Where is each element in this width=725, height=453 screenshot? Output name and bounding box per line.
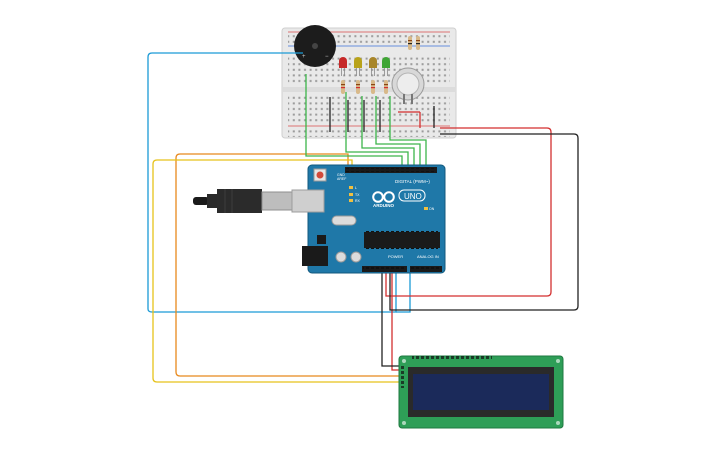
- usb-port: [291, 189, 325, 213]
- wires: [147, 52, 579, 383]
- buzzer-plus-label: +: [302, 54, 306, 60]
- rx-led: [349, 199, 353, 202]
- aref-label: AREF: [337, 177, 346, 181]
- gnd-label: GND: [337, 173, 345, 177]
- atmega-chip: [364, 232, 440, 248]
- wire-green-1[interactable]: [305, 74, 403, 168]
- usb-cable[interactable]: [193, 189, 293, 213]
- leds: [339, 57, 390, 76]
- tx-label: TX: [355, 193, 360, 197]
- l-label: L: [355, 186, 357, 190]
- led-2[interactable]: [354, 57, 362, 76]
- led-body: [339, 57, 347, 68]
- power-jack: [302, 246, 328, 266]
- rx-label: RX: [355, 199, 361, 203]
- resistor-band: [384, 87, 388, 89]
- resistor-top-1[interactable]: [408, 36, 412, 50]
- led-1[interactable]: [339, 57, 347, 76]
- resistor-led-3[interactable]: [371, 80, 375, 94]
- uno-badge: [398, 189, 426, 202]
- on-led: [424, 207, 428, 210]
- wire-blue[interactable]: [147, 52, 397, 313]
- digital-label: DIGITAL (PWM~): [395, 179, 430, 184]
- wire-black-gnd[interactable]: [389, 133, 579, 311]
- capacitor-2: [350, 251, 362, 263]
- resistor-led-4[interactable]: [384, 80, 388, 94]
- uno-label: UNO: [404, 192, 422, 201]
- chip-pins-top: [366, 229, 438, 232]
- wire-green-3[interactable]: [361, 96, 415, 168]
- capacitor-1: [335, 251, 347, 263]
- analog-label: ANALOG IN: [417, 254, 439, 259]
- lcd-side-pins: [400, 364, 406, 388]
- wire-green-5[interactable]: [389, 96, 427, 168]
- l-led: [349, 186, 353, 189]
- terminal-strip-bottom: [288, 94, 450, 124]
- arduino-brand: ARDUINO: [373, 203, 394, 208]
- resistor-band: [356, 87, 360, 89]
- resistor-band: [356, 84, 360, 86]
- on-label: ON: [429, 207, 435, 211]
- piezo-buzzer[interactable]: + −: [294, 25, 336, 67]
- wire-black-lcd[interactable]: [381, 270, 402, 367]
- chip-pins-bottom: [366, 248, 438, 251]
- analog-header-pins: [411, 267, 441, 271]
- led-3[interactable]: [369, 57, 377, 76]
- resistor-band: [341, 84, 345, 86]
- led-body: [382, 57, 390, 68]
- wire-red-lcd[interactable]: [391, 270, 402, 371]
- center-channel: [282, 87, 456, 92]
- wire-yellow[interactable]: [152, 159, 402, 383]
- wire-blue-2[interactable]: [396, 270, 411, 313]
- arduino-uno-board[interactable]: DIGITAL (PWM~) AREF GND ARDUINO UNO L TX…: [291, 164, 446, 274]
- lcd-16x2-display[interactable]: [398, 355, 564, 429]
- icsp-header: [317, 235, 326, 244]
- digital-header-pins: [346, 168, 436, 172]
- crystal-oscillator: [331, 215, 357, 226]
- resistor-led-1[interactable]: [341, 80, 345, 94]
- tx-led: [349, 193, 353, 196]
- wire-red-5v[interactable]: [385, 127, 552, 297]
- wire-green-4[interactable]: [375, 96, 421, 168]
- wire-green-2[interactable]: [345, 92, 409, 168]
- buzzer-minus-label: −: [325, 54, 329, 60]
- resistor-led-2[interactable]: [356, 80, 360, 94]
- resistor-top-2[interactable]: [416, 36, 420, 50]
- lcd-top-pins: [412, 356, 492, 360]
- lcd-screen: [413, 374, 549, 410]
- gas-sensor[interactable]: [391, 67, 425, 104]
- breadboard-jumpers: [329, 97, 435, 132]
- power-header-pins: [363, 267, 406, 271]
- led-body: [354, 57, 362, 68]
- resistor-band: [341, 87, 345, 89]
- led-resistors: [341, 80, 388, 94]
- led-4[interactable]: [382, 57, 390, 76]
- wire-orange[interactable]: [175, 153, 402, 377]
- reset-button-cap: [316, 171, 324, 179]
- bottom-power-rail: [288, 127, 450, 137]
- arduino-logo-icon: [372, 191, 395, 203]
- resistor-band: [384, 84, 388, 86]
- resistor-band: [371, 84, 375, 86]
- resistor-band: [371, 87, 375, 89]
- power-label: POWER: [388, 254, 403, 259]
- led-body: [369, 57, 377, 68]
